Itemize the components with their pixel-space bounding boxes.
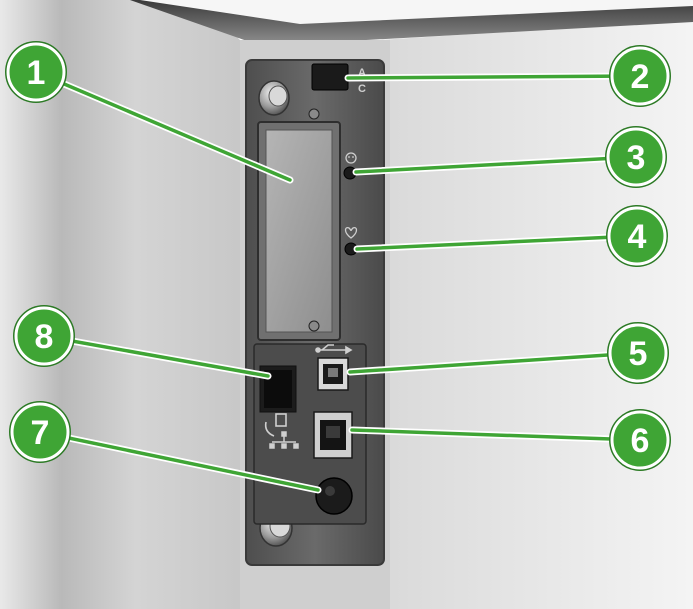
- leader-line-1: [34, 70, 292, 182]
- callout-number-5: 5: [629, 335, 648, 373]
- callout-4: 4: [606, 205, 668, 267]
- smiley-icon: [345, 152, 357, 164]
- fax-port[interactable]: [259, 365, 297, 413]
- printer-top-edge: [140, 0, 693, 24]
- leader-line-3: [354, 155, 638, 174]
- printer-right-body: [380, 20, 693, 609]
- callout-badges: 1 2 3 4 5 6 7 8: [5, 41, 671, 471]
- switch-label-top: A: [358, 67, 366, 79]
- callout-badge-6: [610, 410, 670, 470]
- slot-screw-bottom: [308, 320, 320, 332]
- round-port[interactable]: [315, 477, 353, 515]
- callout-badge-2: [610, 46, 670, 106]
- callout-number-8: 8: [35, 318, 54, 356]
- callout-number-3: 3: [627, 139, 646, 177]
- slot-screw-top: [308, 108, 320, 120]
- leader-line-5: [348, 351, 640, 374]
- leader-line-4: [355, 234, 639, 251]
- callout-badge-5: [608, 323, 668, 383]
- callout-6: 6: [609, 409, 671, 471]
- callout-number-4: 4: [628, 218, 647, 256]
- leader-lines: [32, 68, 644, 494]
- callout-ring-4: [606, 205, 668, 267]
- callout-ring-8: [13, 305, 75, 367]
- callout-2: 2: [609, 45, 671, 107]
- callout-badge-8: [14, 306, 74, 366]
- callout-ring-7: [9, 401, 71, 463]
- callout-badge-3: [606, 127, 666, 187]
- callout-5: 5: [607, 322, 669, 384]
- network-icon: [269, 431, 299, 449]
- callout-ring-2: [609, 45, 671, 107]
- leader-line-7: [38, 430, 320, 492]
- leader-line-6: [350, 428, 642, 442]
- leader-line-2: [346, 74, 642, 80]
- callout-ring-3: [605, 126, 667, 188]
- expansion-slot[interactable]: [257, 108, 341, 341]
- callout-ring-1: [5, 41, 67, 103]
- callout-1: 1: [5, 41, 67, 103]
- callout-badge-7: [10, 402, 70, 462]
- callout-ring-6: [609, 409, 671, 471]
- printer-side-body: [0, 0, 246, 609]
- callout-3: 3: [605, 126, 667, 188]
- usb-icon: [315, 344, 353, 355]
- callout-7: 7: [9, 401, 71, 463]
- network-port[interactable]: [313, 411, 353, 459]
- callout-number-6: 6: [631, 422, 650, 460]
- callout-number-2: 2: [631, 58, 650, 96]
- usb-port[interactable]: [317, 357, 349, 391]
- callout-8: 8: [13, 305, 75, 367]
- callout-badge-4: [607, 206, 667, 266]
- callout-ring-5: [607, 322, 669, 384]
- thumbscrew-top[interactable]: [258, 80, 290, 116]
- fax-phone-icon: [264, 413, 287, 437]
- heart-icon: [344, 226, 358, 239]
- leader-line-8: [42, 334, 270, 378]
- callout-number-1: 1: [27, 54, 46, 92]
- callout-number-7: 7: [31, 414, 50, 452]
- switch-label-bottom: C: [358, 83, 366, 95]
- ready-led: [343, 152, 357, 180]
- callout-badge-1: [6, 42, 66, 102]
- attention-led: [344, 226, 358, 256]
